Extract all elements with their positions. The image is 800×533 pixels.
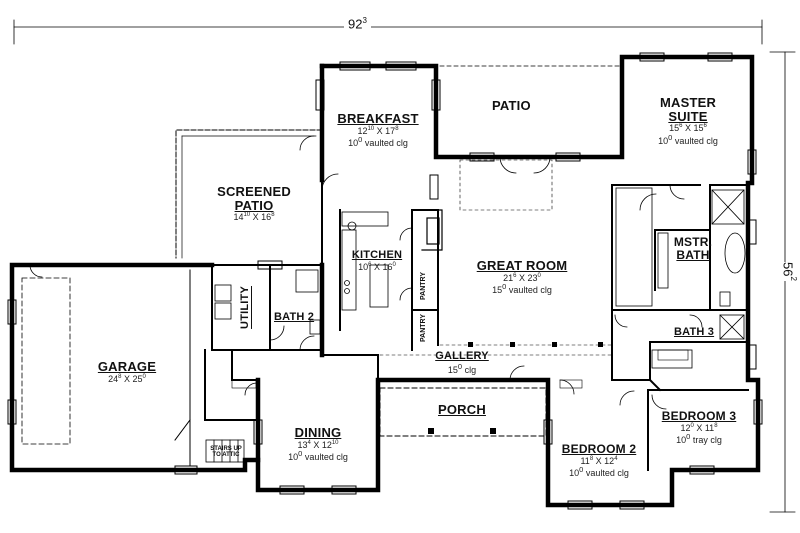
bedroom3-label: BEDROOM 3 120 X 118 100 tray clg <box>654 410 744 445</box>
mstr-bath-label: MSTR. BATH <box>668 236 718 261</box>
overall-width-label: 923 <box>344 16 371 32</box>
dining-ceiling: 100 vaulted clg <box>288 449 348 463</box>
screened-patio-dims: 1410 X 168 <box>233 212 275 223</box>
screened-patio-name-2: PATIO <box>234 197 274 213</box>
bath3-label: BATH 3 <box>674 326 715 338</box>
kitchen-dims: 106 X 160 <box>358 261 396 272</box>
master-suite-dims: 156 X 156 <box>669 123 707 134</box>
screened-patio-name-1: SCREENED <box>217 184 291 199</box>
bedroom2-name: BEDROOM 2 <box>561 442 637 456</box>
bedroom2-label: BEDROOM 2 118 X 124 100 vaulted clg <box>554 443 644 478</box>
mstr-bath-name-2: BATH <box>676 247 710 262</box>
dining-name: DINING <box>294 425 342 440</box>
master-suite-name-2: SUITE <box>668 108 708 124</box>
screened-patio-label: SCREENED PATIO 1410 X 168 <box>196 185 312 223</box>
mstr-bath-name-1: MSTR. <box>673 235 713 249</box>
utility-fixtures <box>214 284 232 320</box>
door-swings <box>29 135 703 410</box>
great-room-ceiling-lines <box>379 159 613 356</box>
master-bath-fixtures <box>711 189 746 307</box>
dining-dims: 134 X 1210 <box>297 439 339 450</box>
master-suite-name-1: MASTER <box>659 95 717 110</box>
overall-width-sup: 3 <box>362 16 367 25</box>
gallery-label: GALLERY 150 clg <box>420 350 504 375</box>
overall-depth-label: 562 <box>777 262 800 281</box>
windows <box>7 52 763 510</box>
overall-depth-value: 56 <box>780 262 796 277</box>
kitchen-label: KITCHEN 106 X 160 <box>344 249 410 272</box>
bath3-fixtures <box>651 314 745 369</box>
garage-name: GARAGE <box>97 359 157 374</box>
master-closet <box>615 187 669 307</box>
overall-width-value: 92 <box>348 16 363 32</box>
bedroom3-ceiling: 100 tray clg <box>676 432 722 446</box>
fireplace <box>421 209 443 251</box>
gallery-columns <box>468 342 603 347</box>
great-room-ceiling: 150 vaulted clg <box>492 282 552 296</box>
overall-depth-dimension-line <box>769 51 796 513</box>
porch-columns <box>428 428 496 434</box>
screened-patio-outline <box>175 129 323 259</box>
breakfast-ceiling: 100 vaulted clg <box>348 135 408 149</box>
overall-width-dimension-line <box>13 19 763 45</box>
porch-outline <box>379 387 547 437</box>
bath2-label: BATH 2 <box>274 311 315 323</box>
great-room-label: GREAT ROOM 216 X 230 150 vaulted clg <box>452 259 592 296</box>
utility-label: UTILITY <box>239 286 251 329</box>
interior-walls <box>204 179 749 471</box>
master-suite-ceiling: 100 vaulted clg <box>658 132 718 146</box>
breakfast-dims: 1210 X 178 <box>357 125 399 136</box>
stairs-line-1: STAIRS UP <box>210 446 242 452</box>
gallery-ceiling: 150 clg <box>447 361 477 375</box>
gallery-name: GALLERY <box>435 350 489 362</box>
kitchen-counters <box>341 211 389 311</box>
garage-dims: 248 X 250 <box>108 373 146 384</box>
closet-shelving <box>231 349 689 389</box>
bath2-fixtures <box>295 269 321 335</box>
breakfast-name: BREAKFAST <box>337 111 419 126</box>
bedroom2-dims: 118 X 124 <box>580 455 618 466</box>
patio-label: PATIO <box>492 98 531 113</box>
garage-label: GARAGE 248 X 250 <box>72 360 182 384</box>
pantry-label-1: PANTRY <box>420 272 427 300</box>
breakfast-label: BREAKFAST 1210 X 178 100 vaulted clg <box>322 112 434 149</box>
stairs-line-2: TO ATTIC <box>212 452 240 459</box>
porch-label: PORCH <box>438 402 486 417</box>
bedroom3-dims: 120 X 118 <box>680 422 718 433</box>
kitchen-name: KITCHEN <box>351 249 403 261</box>
stairs-label: STAIRS UP TO ATTIC <box>206 446 246 459</box>
great-room-dims: 216 X 230 <box>503 272 541 283</box>
pantry-label-2: PANTRY <box>420 314 427 342</box>
garage-outline <box>21 269 191 466</box>
dining-label: DINING 134 X 1210 100 vaulted clg <box>268 426 368 463</box>
master-suite-label: MASTER SUITE 156 X 156 100 vaulted clg <box>630 96 746 146</box>
bedroom2-ceiling: 100 vaulted clg <box>569 465 629 479</box>
overall-depth-sup: 2 <box>788 276 798 281</box>
bedroom3-name: BEDROOM 3 <box>661 409 737 423</box>
great-room-name: GREAT ROOM <box>476 258 568 273</box>
attic-stairs <box>205 439 245 463</box>
